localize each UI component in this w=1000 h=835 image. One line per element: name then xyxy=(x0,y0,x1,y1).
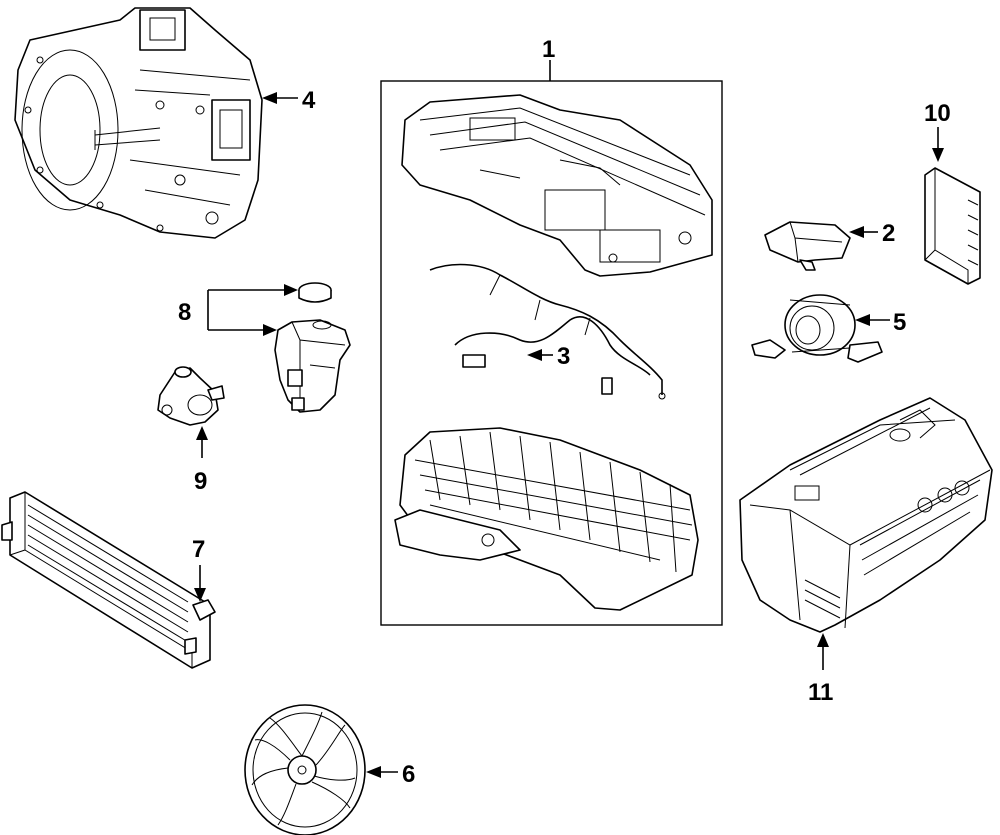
callout-8: 8 xyxy=(178,299,191,326)
callout-6: 6 xyxy=(402,761,415,788)
part-4-transmission-housing xyxy=(14,7,263,239)
callout-2: 2 xyxy=(882,220,895,247)
assembly-1-box xyxy=(380,80,723,626)
part-1-battery-upper-module xyxy=(401,94,713,277)
callout-9: 9 xyxy=(194,468,207,495)
callout-10: 10 xyxy=(924,100,951,127)
part-1-battery-lower-module xyxy=(394,427,699,611)
callout-5: 5 xyxy=(893,309,906,336)
leader-9 xyxy=(196,426,208,458)
callout-4: 4 xyxy=(302,87,316,114)
leader-8 xyxy=(207,284,298,336)
leader-6 xyxy=(366,766,398,778)
part-6-cooling-fan xyxy=(244,704,366,835)
callout-3: 3 xyxy=(557,343,570,370)
leader-4 xyxy=(262,92,298,104)
leader-3 xyxy=(527,349,553,361)
part-5-motor-resolver xyxy=(751,294,883,363)
leader-5 xyxy=(855,314,890,326)
leader-2 xyxy=(849,226,878,238)
part-11-inverter-converter xyxy=(739,397,993,633)
leader-7 xyxy=(194,565,206,602)
leader-11 xyxy=(817,633,829,670)
part-9-water-pump xyxy=(157,366,225,426)
part-2-sensor xyxy=(764,221,851,271)
part-8-coolant-reservoir xyxy=(274,282,351,413)
callout-7: 7 xyxy=(192,536,205,563)
part-7-radiator xyxy=(1,491,216,669)
callout-1: 1 xyxy=(542,36,555,63)
part-3-wiring-harness xyxy=(429,263,666,400)
part-10-control-module xyxy=(924,167,981,285)
leader-10 xyxy=(932,127,944,162)
callout-11: 11 xyxy=(808,679,833,706)
